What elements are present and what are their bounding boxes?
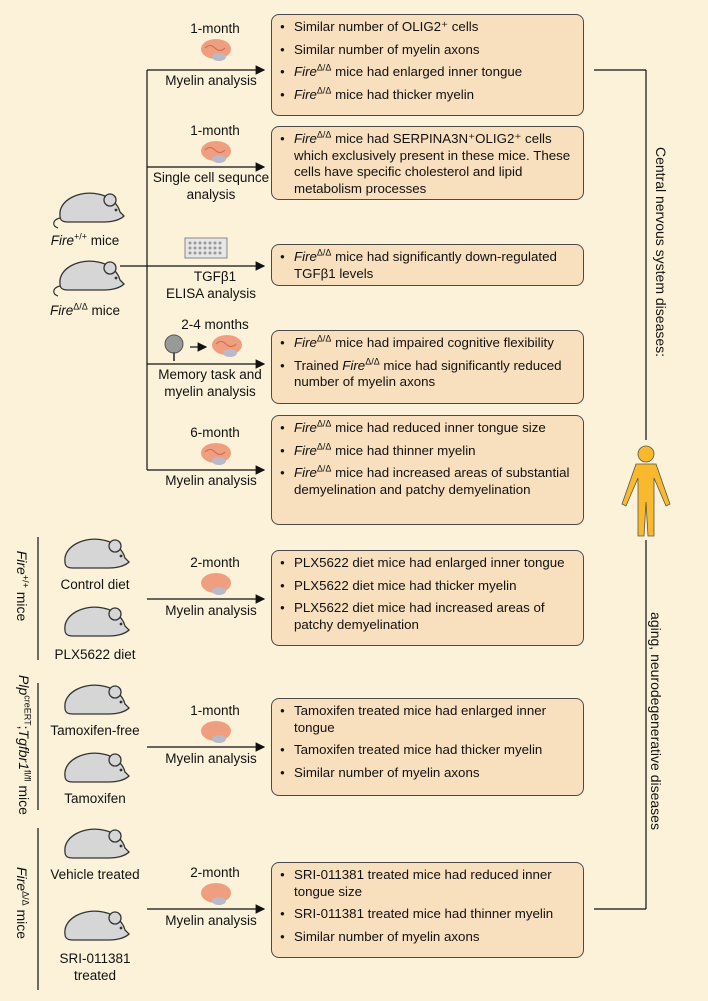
result-box-3: FireΔ/Δ mice had significantly down-regu… (271, 244, 584, 286)
exp5-analysis: Myelin analysis (165, 473, 257, 488)
human-figure-icon (621, 445, 671, 537)
result-item: FireΔ/Δ mice had thinner myelin (280, 442, 575, 460)
result-box-7: Tamoxifen treated mice had enlarged inne… (271, 698, 584, 796)
mouse-icon (64, 752, 130, 783)
exp3-analysis: ELISA analysis (165, 286, 257, 301)
exp1-analysis: Myelin analysis (165, 73, 257, 88)
exp2-analysis: Single cell sequnce analysis (152, 170, 270, 202)
result-item: PLX5622 diet mice had enlarged inner ton… (280, 555, 575, 572)
result-box-4: FireΔ/Δ mice had impaired cognitive flex… (271, 330, 584, 404)
result-item: FireΔ/Δ mice had significantly down-regu… (280, 248, 575, 282)
result-item: FireΔ/Δ mice had reduced inner tongue si… (280, 419, 575, 437)
mouse-icon (64, 910, 130, 941)
result-box-8: SRI-011381 treated mice had reduced inne… (271, 862, 584, 958)
group4-time: 2-month (190, 865, 240, 880)
exp4-analysis: Memory task and myelin analysis (158, 367, 262, 399)
group4-side-label: FireΔ/Δ mice (14, 866, 31, 940)
result-item: FireΔ/Δ mice had thicker myelin (280, 86, 575, 104)
mouse-icon (64, 538, 130, 569)
result-item: Tamoxifen treated mice had thicker myeli… (280, 742, 575, 759)
elisa-plate-icon (184, 237, 228, 259)
brain-icon (212, 335, 242, 357)
wt-mouse-label: Fire+/+ mice (50, 231, 120, 248)
side-label-top: Central nervous system diseases: (653, 146, 669, 358)
result-item: PLX5622 diet mice had increased areas of… (280, 600, 575, 633)
result-item: SRI-011381 treated mice had thinner myel… (280, 906, 575, 923)
result-box-1: Similar number of OLIG2⁺ cellsSimilar nu… (271, 14, 584, 116)
brain-icon (201, 721, 231, 743)
brain-icon (201, 573, 231, 595)
group4-b: SRI-011381 treated (59, 951, 131, 983)
mouse-icon (64, 684, 130, 715)
brain-icon (201, 443, 231, 465)
brain-icon (201, 141, 231, 163)
result-item: SRI-011381 treated mice had reduced inne… (280, 867, 575, 900)
exp3-time: TGFβ1 (193, 269, 237, 284)
mouse-icon (53, 260, 125, 297)
group3-analysis: Myelin analysis (165, 751, 257, 766)
result-item: FireΔ/Δ mice had increased areas of subs… (280, 464, 575, 498)
result-item: FireΔ/Δ mice had enlarged inner tongue (280, 63, 575, 81)
brain-icon (201, 883, 231, 905)
mouse-icon (64, 606, 130, 637)
result-item: Similar number of myelin axons (280, 42, 575, 59)
result-box-6: PLX5622 diet mice had enlarged inner ton… (271, 550, 584, 646)
result-item: FireΔ/Δ mice had SERPINA3N⁺OLIG2⁺ cells … (280, 130, 575, 197)
result-item: Tamoxifen treated mice had enlarged inne… (280, 703, 575, 736)
group3-a: Tamoxifen-free (50, 723, 140, 738)
exp4-time: 2-4 months (181, 317, 249, 332)
side-label-bottom: aging, neurodegenerative diseases (648, 612, 664, 830)
group2-time: 2-month (190, 555, 240, 570)
group2-a: Control diet (60, 577, 130, 592)
group2-b: PLX5622 diet (54, 647, 136, 662)
exp5-time: 6-month (190, 425, 240, 440)
result-item: PLX5622 diet mice had thicker myelin (280, 578, 575, 595)
result-item: Trained FireΔ/Δ mice had significantly r… (280, 357, 575, 391)
maze-icon (164, 334, 184, 361)
result-item: Similar number of myelin axons (280, 929, 575, 946)
group2-analysis: Myelin analysis (165, 603, 257, 618)
exp1-time: 1-month (190, 21, 240, 36)
brain-icon (201, 39, 231, 61)
group3-b: Tamoxifen (64, 791, 126, 806)
result-item: Similar number of myelin axons (280, 765, 575, 782)
result-box-5: FireΔ/Δ mice had reduced inner tongue si… (271, 415, 584, 525)
result-item: FireΔ/Δ mice had impaired cognitive flex… (280, 334, 575, 352)
result-item: Similar number of OLIG2⁺ cells (280, 19, 575, 36)
exp2-time: 1-month (190, 123, 240, 138)
mouse-icon (53, 192, 125, 229)
group3-side-label: PlpcreERT;Tgfbr1fl/fl mice (16, 675, 33, 815)
ko-mouse-label: FireΔ/Δ mice (49, 301, 121, 318)
group3-time: 1-month (190, 703, 240, 718)
result-box-2: FireΔ/Δ mice had SERPINA3N⁺OLIG2⁺ cells … (271, 126, 584, 200)
mouse-icon (64, 828, 130, 859)
group4-analysis: Myelin analysis (165, 913, 257, 928)
group2-side-label: Fire+/+ mice (14, 550, 31, 622)
group4-a: Vehicle treated (50, 867, 140, 882)
